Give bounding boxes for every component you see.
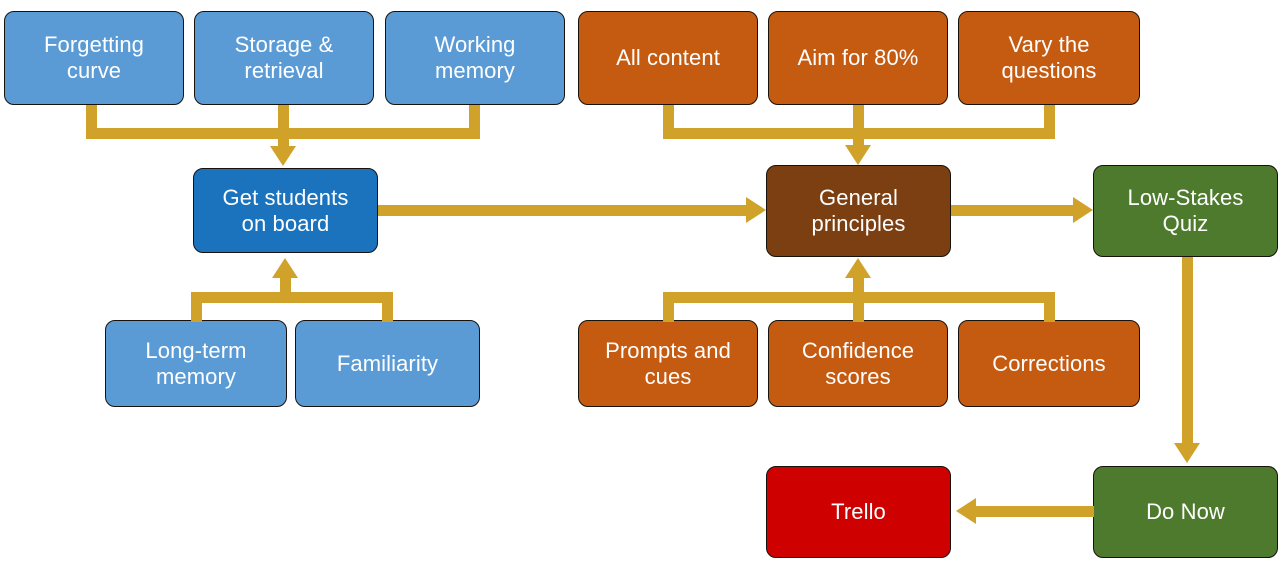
arrowhead-down-into-do-now [1174, 443, 1200, 463]
node-aim-for-80[interactable]: Aim for 80% [768, 11, 948, 105]
arrowhead-left-into-trello [956, 498, 976, 524]
connector-get-students-to-general-principles [378, 205, 749, 216]
connector-blue-merge-stem [278, 128, 289, 148]
node-working-memory[interactable]: Working memory [385, 11, 565, 105]
node-storage-retrieval[interactable]: Storage & retrieval [194, 11, 374, 105]
node-long-term-memory[interactable]: Long-term memory [105, 320, 287, 407]
connector-prompts-and-cues-riser [663, 292, 674, 322]
node-forgetting-curve[interactable]: Forgetting curve [4, 11, 184, 105]
connector-orange-detail-merge-stem [853, 277, 864, 297]
connector-familiarity-riser [382, 292, 393, 322]
node-get-students-on-board[interactable]: Get students on board [193, 168, 378, 253]
node-confidence-scores[interactable]: Confidence scores [768, 320, 948, 407]
connector-vary-the-questions-drop [1044, 105, 1055, 137]
node-prompts-and-cues[interactable]: Prompts and cues [578, 320, 758, 407]
node-general-principles[interactable]: General principles [766, 165, 951, 257]
arrowhead-into-general-principles [845, 145, 871, 165]
node-do-now[interactable]: Do Now [1093, 466, 1278, 558]
node-confidence-scores-label: Confidence scores [801, 337, 915, 389]
node-vary-the-questions[interactable]: Vary the questions [958, 11, 1140, 105]
arrowhead-right-into-low-stakes-quiz [1073, 197, 1093, 223]
node-long-term-memory-label: Long-term memory [145, 337, 247, 389]
connector-all-content-drop [663, 105, 674, 137]
node-familiarity[interactable]: Familiarity [295, 320, 480, 407]
node-storage-retrieval-label: Storage & retrieval [234, 32, 334, 83]
connector-corrections-riser [1044, 292, 1055, 322]
node-low-stakes-quiz[interactable]: Low-Stakes Quiz [1093, 165, 1278, 257]
node-trello[interactable]: Trello [766, 466, 951, 558]
node-corrections[interactable]: Corrections [958, 320, 1140, 407]
node-familiarity-label: Familiarity [336, 350, 439, 376]
node-aim-for-80-label: Aim for 80% [797, 45, 919, 71]
node-do-now-label: Do Now [1146, 499, 1225, 525]
arrowhead-right-into-general-principles [746, 197, 766, 223]
node-low-stakes-quiz-label: Low-Stakes Quiz [1127, 185, 1244, 236]
node-forgetting-curve-label: Forgetting curve [43, 32, 145, 83]
node-all-content-label: All content [616, 45, 720, 71]
arrowhead-up-into-general-principles [845, 258, 871, 278]
connector-aim-for-80-drop [853, 105, 864, 137]
connector-confidence-scores-riser [853, 292, 864, 322]
connector-working-memory-drop [469, 105, 480, 137]
connector-low-stakes-quiz-to-do-now [1182, 257, 1193, 446]
connector-do-now-to-trello [976, 506, 1094, 517]
connector-orange-detail-merge-bar [663, 292, 1055, 303]
connector-orange-merge-stem [853, 128, 864, 148]
node-general-principles-label: General principles [811, 185, 906, 236]
connector-forgetting-curve-drop [86, 105, 97, 137]
arrowhead-into-get-students-on-board [270, 146, 296, 166]
connector-general-principles-to-low-stakes-quiz [951, 205, 1075, 216]
node-prompts-and-cues-label: Prompts and cues [605, 337, 731, 389]
connector-blue-detail-merge-stem [280, 277, 291, 297]
node-all-content[interactable]: All content [578, 11, 758, 105]
node-trello-label: Trello [831, 499, 886, 525]
connector-long-term-memory-riser [191, 292, 202, 322]
node-vary-the-questions-label: Vary the questions [1001, 32, 1097, 83]
connector-storage-retrieval-drop [278, 105, 289, 137]
connector-blue-detail-merge-bar [191, 292, 393, 303]
node-working-memory-label: Working memory [434, 32, 516, 83]
arrowhead-up-into-get-students-on-board [272, 258, 298, 278]
node-get-students-on-board-label: Get students on board [222, 184, 349, 236]
node-corrections-label: Corrections [992, 350, 1106, 376]
